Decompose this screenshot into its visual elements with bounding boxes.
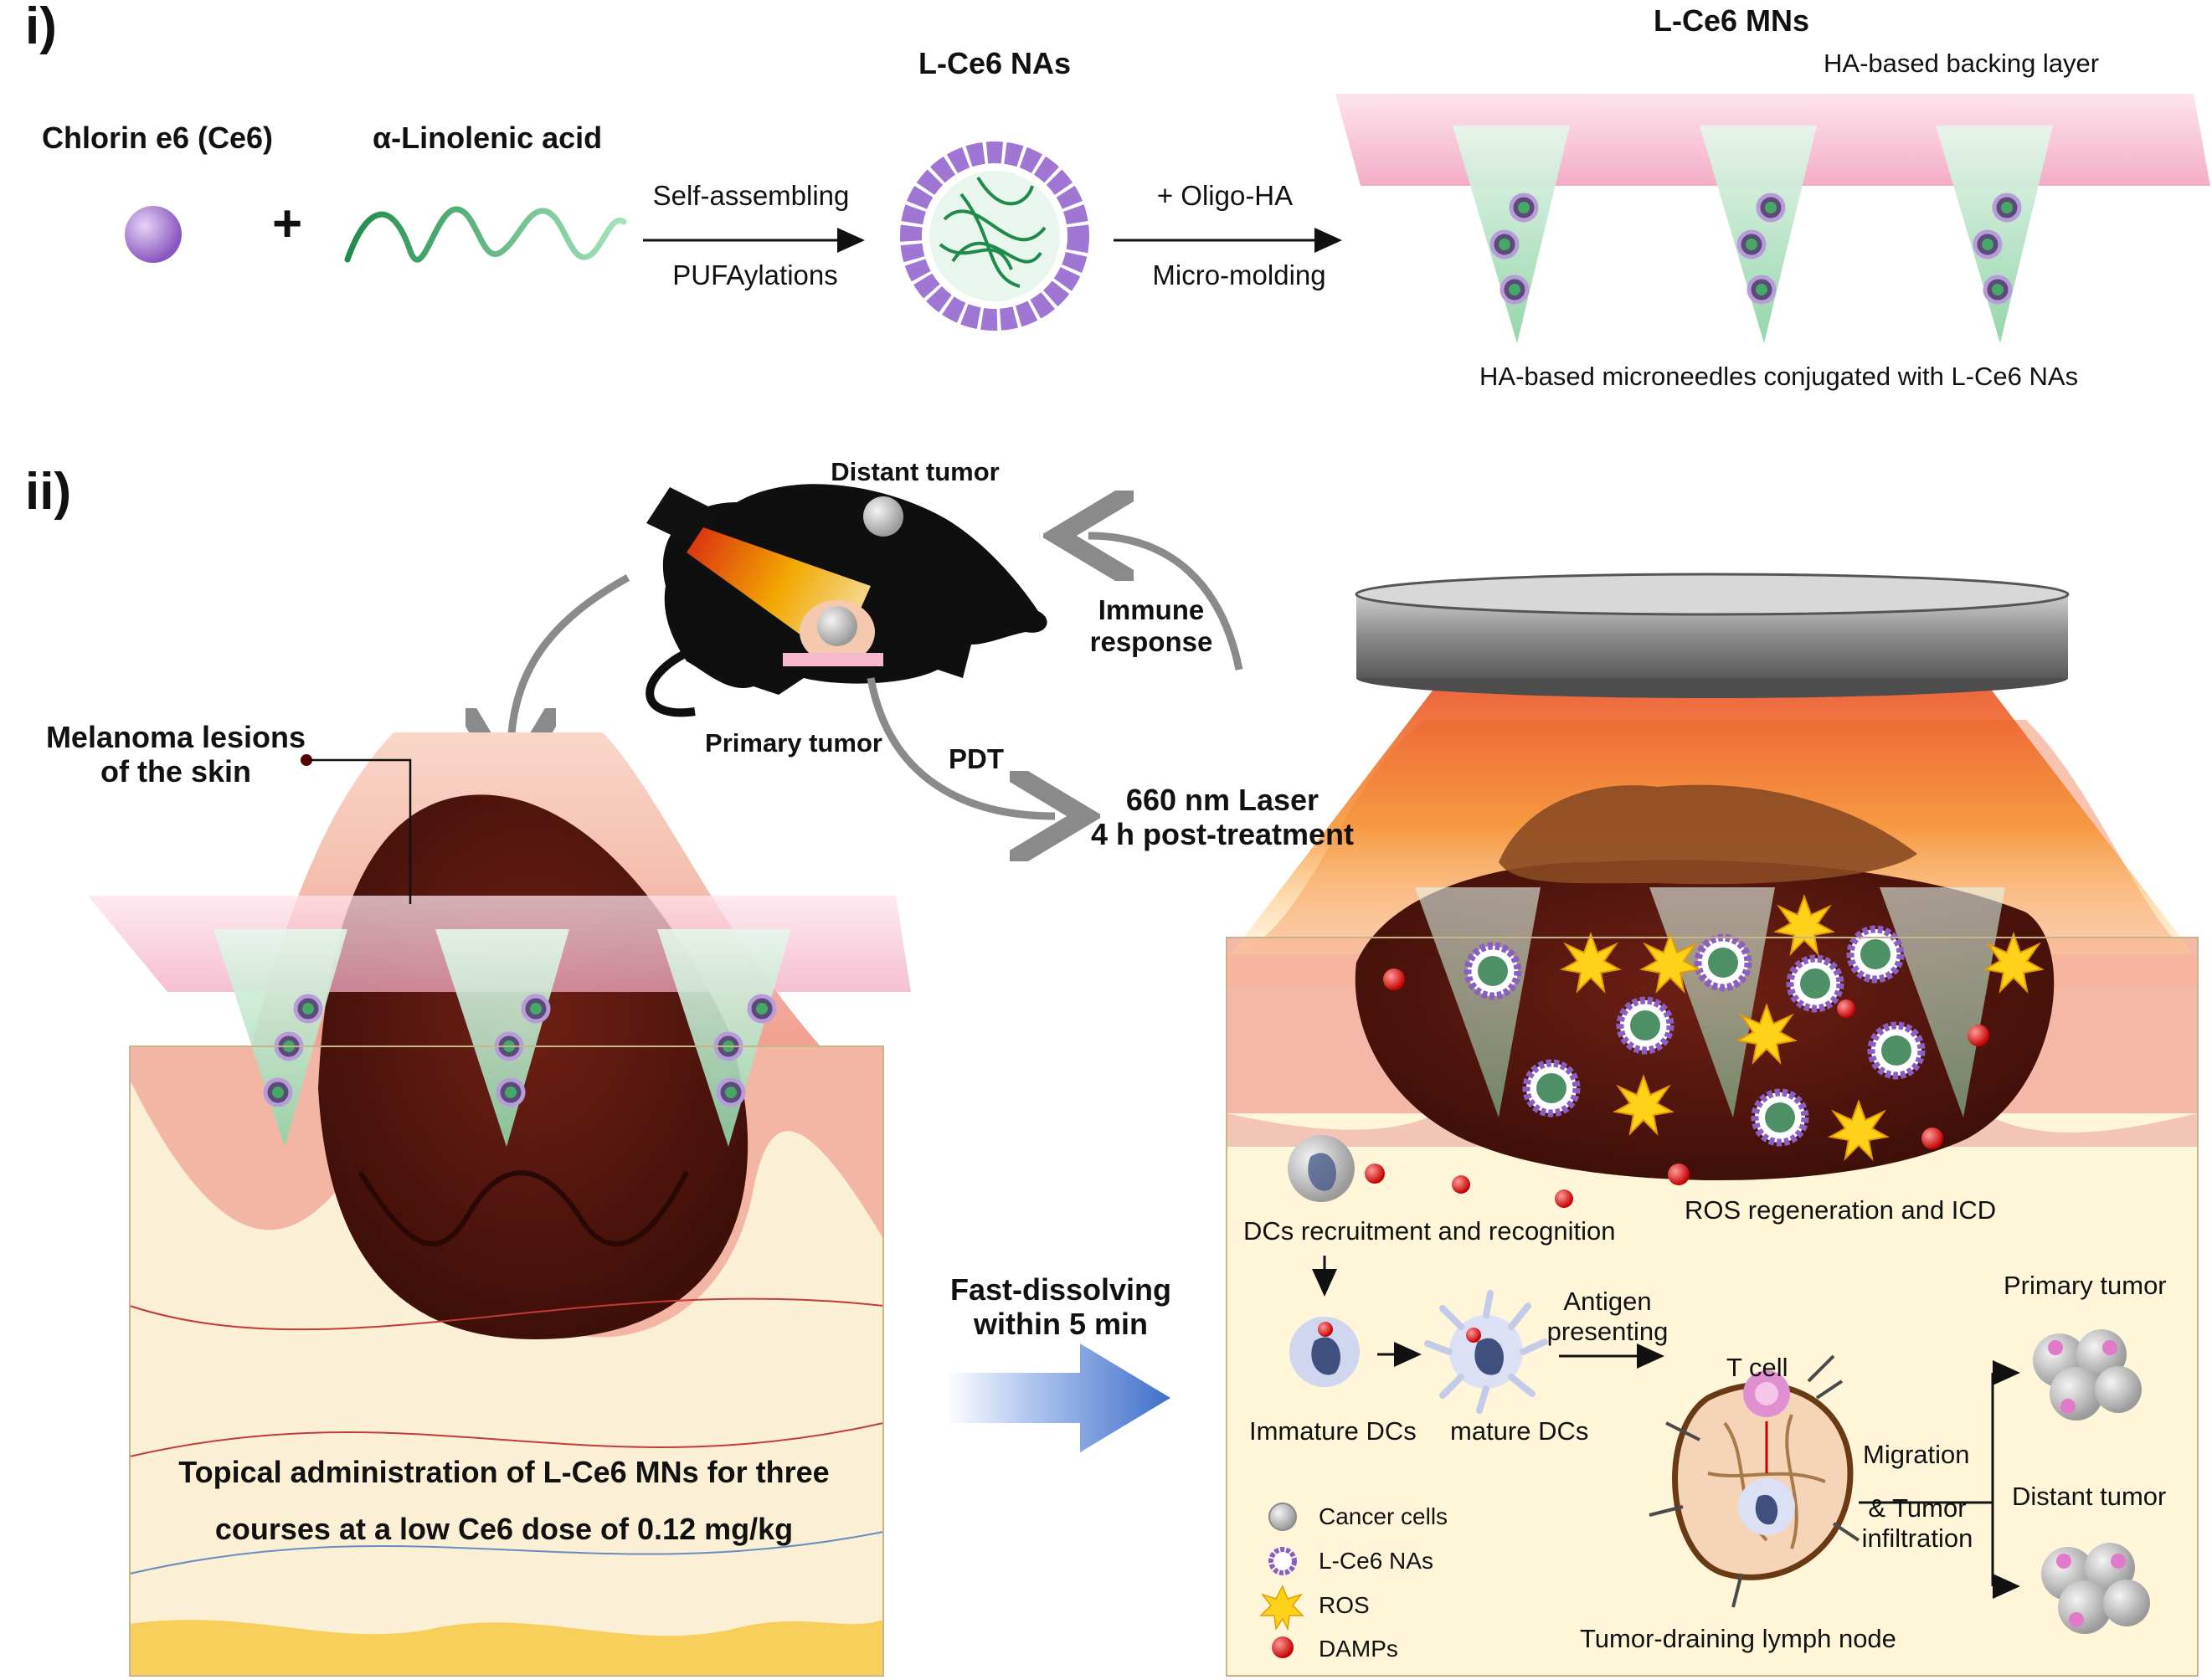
primary-tumor-cluster xyxy=(2033,1329,2142,1421)
return-arrow xyxy=(511,574,630,753)
lymph-node-label: Tumor-draining lymph node xyxy=(1580,1624,1896,1653)
distant-tumor-right-label: Distant tumor xyxy=(2012,1482,2167,1511)
l-ce6-nanoassembly-graphic xyxy=(900,141,1089,331)
lymph-node-graphic xyxy=(1649,1354,1860,1608)
melanoma-lesion-label: Melanoma lesions of the skin xyxy=(45,720,306,789)
step1-top-label: Self-assembling xyxy=(652,180,850,211)
ce6-label: Chlorin e6 (Ce6) xyxy=(42,121,274,155)
right-skin-panel xyxy=(1226,670,2199,1677)
legend-nanoassembly-label: L-Ce6 NAs xyxy=(1319,1548,1433,1574)
mature-dc-cell xyxy=(1424,1290,1548,1414)
plus-sign: + xyxy=(272,195,303,253)
pdt-curved-arrow xyxy=(867,677,1055,816)
step1-bottom-label: PUFAylations xyxy=(672,259,838,290)
microneedle-patch-label: L-Ce6 MNs xyxy=(1653,3,1810,38)
mouse-illustration xyxy=(646,484,1047,717)
section-label-ii: ii) xyxy=(25,463,72,521)
legend-damp-icon xyxy=(1272,1636,1294,1658)
fast-dissolving-arrow xyxy=(946,1343,1170,1452)
administration-line-2: courses at a low Ce6 dose of 0.12 mg/kg xyxy=(214,1512,794,1546)
left-skin-panel xyxy=(88,732,911,1677)
infiltration-label: & Tumor infiltration xyxy=(1861,1493,1973,1553)
immature-dcs-label: Immature DCs xyxy=(1249,1416,1417,1446)
immune-response-arrow xyxy=(1088,536,1243,670)
immune-response-label: Immune response xyxy=(1089,594,1213,657)
mouse-distant-tumor-label: Distant tumor xyxy=(831,457,1000,486)
primary-tumor-right-label: Primary tumor xyxy=(2004,1271,2167,1300)
legend-damps-label: DAMPs xyxy=(1319,1636,1398,1662)
microneedle-patch-graphic xyxy=(1335,94,2210,343)
migration-label: Migration xyxy=(1863,1440,1970,1469)
backing-layer-label: HA-based backing layer xyxy=(1824,49,2100,78)
microneedle-caption: HA-based microneedles conjugated with L-… xyxy=(1479,362,2079,391)
laser-label: 660 nm Laser 4 h post-treatment xyxy=(1090,783,1355,852)
legend-nanoassembly-icon xyxy=(1268,1547,1297,1575)
dc-recruitment-label: DCs recruitment and recognition xyxy=(1243,1216,1616,1246)
mature-dcs-label: mature DCs xyxy=(1450,1416,1589,1446)
pdt-label: PDT xyxy=(949,743,1004,774)
ros-icd-label: ROS regeneration and ICD xyxy=(1685,1195,1997,1225)
antigen-presenting-label: Antigen presenting xyxy=(1546,1287,1669,1346)
ce6-molecule-icon xyxy=(125,206,182,263)
mouse-primary-tumor-label: Primary tumor xyxy=(705,728,882,758)
step2-bottom-label: Micro-molding xyxy=(1152,259,1326,290)
legend-cancer-cell-icon xyxy=(1268,1503,1297,1531)
distant-tumor-cluster xyxy=(2041,1543,2150,1634)
legend-ros-icon xyxy=(1259,1585,1304,1631)
t-cell-label: T cell xyxy=(1726,1353,1788,1382)
step2-top-label: + Oligo-HA xyxy=(1156,180,1294,211)
legend-ros-label: ROS xyxy=(1319,1592,1370,1618)
section-label-i: i) xyxy=(25,0,57,55)
linolenic-label: α-Linolenic acid xyxy=(373,121,603,155)
fast-dissolving-label: Fast-dissolving within 5 min xyxy=(949,1272,1172,1342)
administration-line-1: Topical administration of L-Ce6 MNs for … xyxy=(178,1455,830,1489)
nanoassembly-label: L-Ce6 NAs xyxy=(918,46,1072,80)
linolenic-acid-wave xyxy=(344,206,627,263)
legend-cancer-cells-label: Cancer cells xyxy=(1319,1503,1448,1529)
laser-device xyxy=(1355,573,2070,698)
